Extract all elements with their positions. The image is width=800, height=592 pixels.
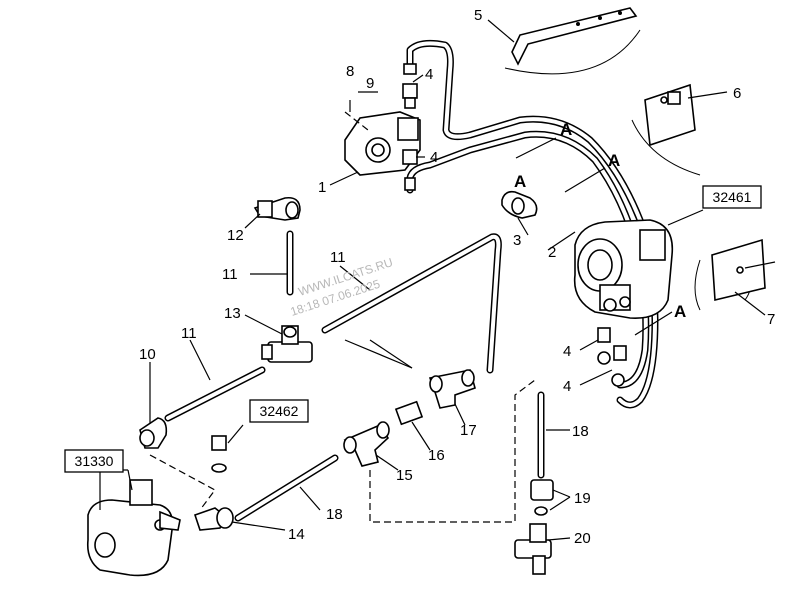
fitting-part-14[interactable] — [193, 507, 234, 531]
callout-13[interactable]: 13 — [224, 305, 241, 322]
fitting-part-4-middle[interactable] — [402, 149, 418, 191]
dashed-link-17-20 — [369, 379, 536, 523]
callout-12[interactable]: 12 — [227, 227, 244, 244]
section-mark-a-2: A — [608, 151, 620, 170]
callout-20[interactable]: 20 — [574, 530, 591, 547]
ref-box-32461-label: 32461 — [713, 189, 752, 205]
bracket-part-6[interactable] — [644, 83, 696, 147]
tee-part-13[interactable] — [261, 325, 313, 363]
dashed-link-10-14 — [149, 454, 216, 511]
callout-5[interactable]: 5 — [474, 7, 482, 24]
hose-part-11-left[interactable] — [164, 366, 266, 422]
callout-7[interactable]: 7 — [767, 311, 775, 328]
callout-11-vertical[interactable]: 11 — [222, 266, 238, 283]
tee-13-pointer — [344, 339, 413, 369]
ref-box-32461[interactable]: 32461 — [702, 185, 762, 209]
connector-block-part-1[interactable] — [344, 111, 421, 176]
brake-line-lower[interactable] — [406, 130, 650, 389]
brake-valve-assembly[interactable] — [573, 219, 674, 319]
callout-8[interactable]: 8 — [346, 63, 354, 80]
callout-1[interactable]: 1 — [318, 179, 326, 196]
callout-15[interactable]: 15 — [396, 467, 413, 484]
fitting-part-16[interactable] — [394, 400, 424, 426]
callout-19[interactable]: 19 — [574, 490, 591, 507]
guide-arc-top — [504, 29, 641, 75]
nut-part-19[interactable] — [530, 479, 554, 516]
callout-6[interactable]: 6 — [733, 85, 741, 102]
fitting-part-4-top[interactable] — [402, 63, 418, 109]
clip-part-3[interactable] — [501, 190, 538, 219]
bracket-part-5[interactable] — [511, 7, 638, 66]
elbow-part-10[interactable] — [139, 417, 168, 449]
section-mark-a-4: A — [674, 302, 686, 321]
callout-10[interactable]: 10 — [139, 346, 156, 363]
tee-13-pointer-b — [369, 339, 413, 369]
callout-18-lower[interactable]: 18 — [326, 506, 343, 523]
callout-11-long[interactable]: 11 — [330, 249, 346, 266]
tee-part-20[interactable] — [514, 523, 552, 575]
washer-set-32462[interactable] — [211, 435, 227, 473]
ref-box-32462[interactable]: 32462 — [249, 399, 309, 423]
section-mark-a-3: A — [514, 172, 526, 191]
hose-part-18-lower[interactable] — [234, 454, 339, 522]
callout-16[interactable]: 16 — [428, 447, 445, 464]
elbow-part-12[interactable] — [253, 196, 301, 221]
ref-box-31330[interactable]: 31330 — [64, 449, 124, 473]
ref-box-31330-label: 31330 — [75, 453, 114, 469]
callout-9[interactable]: 9 — [366, 75, 374, 92]
hose-part-11-long[interactable] — [321, 233, 502, 374]
callout-14[interactable]: 14 — [288, 526, 305, 543]
section-mark-a-1: A — [560, 120, 572, 139]
guide-arc-right — [631, 119, 701, 176]
tee-part-17[interactable] — [428, 369, 476, 409]
callout-4-right-a[interactable]: 4 — [563, 343, 571, 360]
pump-31330[interactable] — [86, 479, 181, 577]
section-lines — [515, 137, 673, 336]
screw-part-8-9[interactable] — [344, 91, 378, 131]
fitting-part-4-right-b[interactable] — [611, 345, 627, 387]
callout-4-middle[interactable]: 4 — [430, 149, 438, 166]
callout-4-top[interactable]: 4 — [425, 66, 433, 83]
bracket-part-7[interactable] — [711, 238, 776, 301]
callout-3[interactable]: 3 — [513, 232, 521, 249]
brake-line-upper[interactable] — [406, 39, 659, 409]
callout-2[interactable]: 2 — [548, 244, 556, 261]
ref-box-32462-label: 32462 — [260, 403, 299, 419]
callout-17[interactable]: 17 — [460, 422, 477, 439]
guide-arc-lower-right — [694, 259, 701, 311]
callout-18-right[interactable]: 18 — [572, 423, 589, 440]
callout-11-left[interactable]: 11 — [181, 325, 197, 342]
fitting-part-4-right-a[interactable] — [597, 327, 611, 365]
callout-4-right-b[interactable]: 4 — [563, 378, 571, 395]
